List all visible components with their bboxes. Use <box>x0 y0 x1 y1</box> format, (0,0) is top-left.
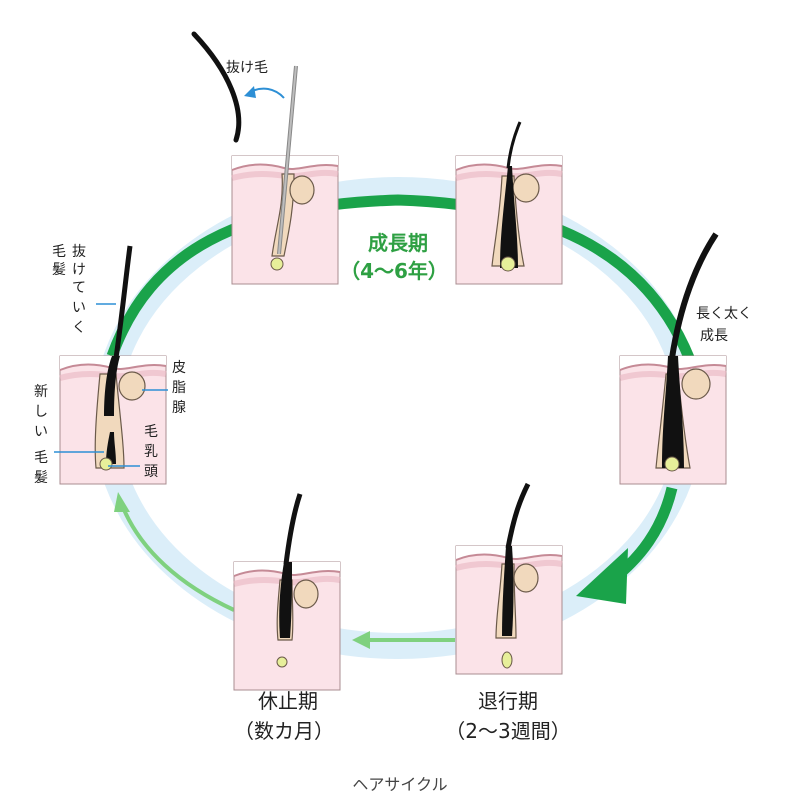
regression-to-resting-arrow <box>352 631 370 649</box>
label-new-hair-4: 毛 <box>34 450 48 466</box>
regression-phase-name: 退行期 <box>478 689 538 713</box>
label-sebaceous-1: 皮 <box>172 360 186 376</box>
panel-new-hair <box>60 245 166 484</box>
label-sebaceous-2: 脂 <box>172 380 186 396</box>
label-hair-1: 毛 <box>52 244 66 260</box>
resting-phase-name: 休止期 <box>258 689 318 713</box>
label-falling-out-2: け <box>72 262 86 278</box>
regression-phase-duration: （2〜3週間） <box>445 719 570 743</box>
label-papilla-2: 乳 <box>144 444 158 460</box>
label-hair-2: 髪 <box>52 262 66 278</box>
panel-regression <box>456 482 562 674</box>
growth-phase-name: 成長期 <box>368 231 428 255</box>
label-falling-out-1: 抜 <box>72 244 86 260</box>
label-new-hair-3: い <box>34 424 48 440</box>
label-papilla-3: 頭 <box>144 464 158 480</box>
label-sebaceous-3: 腺 <box>172 400 186 416</box>
growth-arrow-head <box>576 548 628 604</box>
shed-hair-strand <box>191 31 242 143</box>
panel-shedding <box>232 65 338 284</box>
growth-phase-duration: （4〜6年） <box>340 259 448 283</box>
label-falling-out-4: い <box>72 300 86 316</box>
label-new-hair-2: し <box>34 404 48 420</box>
label-falling-hair: 抜け毛 <box>226 60 268 76</box>
label-papilla-1: 毛 <box>144 424 158 440</box>
resting-to-new-line <box>120 504 235 612</box>
resting-to-new-arrow <box>114 492 130 512</box>
label-falling-out-3: て <box>72 280 86 296</box>
label-falling-out-5: く <box>72 320 86 336</box>
shed-blue-arrow-head <box>244 86 256 98</box>
panel-growth-mature <box>620 232 726 484</box>
growth-arc <box>106 194 696 363</box>
label-new-hair-1: 新 <box>34 384 48 400</box>
panel-growth-start <box>456 121 562 284</box>
diagram-caption: ヘアサイクル <box>352 775 447 794</box>
label-grow-long-thick-1: 長く太く <box>696 306 752 322</box>
label-new-hair-5: 髪 <box>34 470 48 486</box>
panel-resting <box>234 493 340 690</box>
label-grow-long-thick-2: 成長 <box>700 328 728 344</box>
resting-phase-duration: （数カ月） <box>234 719 334 743</box>
